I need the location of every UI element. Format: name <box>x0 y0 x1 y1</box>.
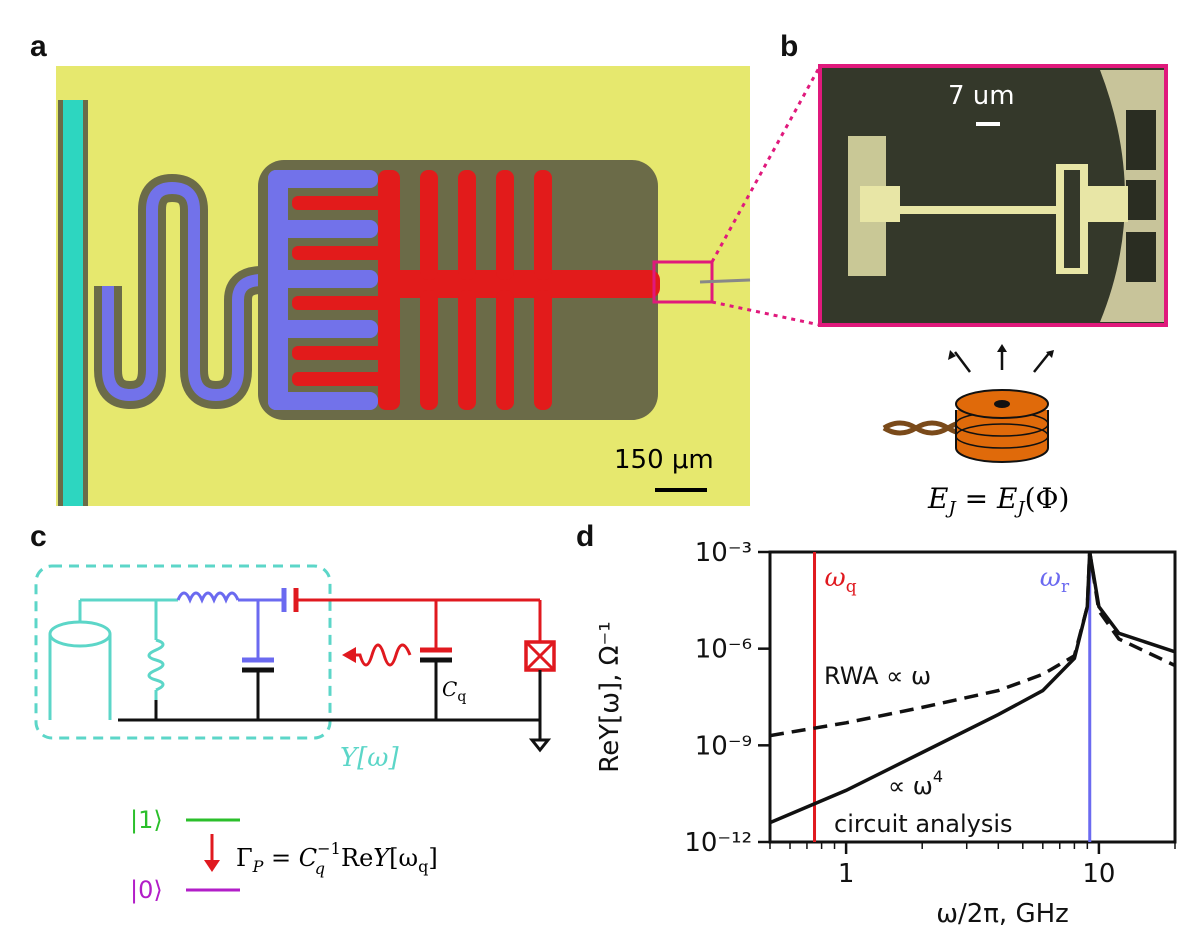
flux-coil-icon <box>882 344 1054 463</box>
annotation-omega4: ∝ ω4 <box>888 767 943 800</box>
admittance-label: Y[ω] <box>340 743 400 773</box>
photon-arrow-icon <box>342 647 356 663</box>
series-RWA <box>770 552 1175 738</box>
annotation-rwa: RWA ∝ ω <box>824 662 931 690</box>
y-axis-label: ReY[ω], Ω⁻¹ <box>595 621 625 772</box>
capacitor-label: Cq <box>442 677 466 705</box>
vline-label-r: ωr <box>1040 563 1070 597</box>
x-tick-label: 1 <box>838 859 855 889</box>
plot-frame <box>768 550 1177 844</box>
resonator-meander <box>94 173 296 410</box>
y-tick-label: 10⁻³ <box>695 538 752 568</box>
state-excited-label: |1⟩ <box>130 806 163 834</box>
panel-c-letter: c <box>30 520 47 553</box>
vline-label-q: ωq <box>825 563 857 597</box>
scale-bar-b-label: 7 um <box>948 81 1015 111</box>
resonator-comb <box>268 170 378 410</box>
y-tick-label: 10⁻¹² <box>684 828 752 858</box>
decay-arrow-icon <box>204 860 220 872</box>
environment-box <box>34 564 332 740</box>
flux-equation: EJ = EJ(Φ) <box>927 482 1069 519</box>
x-axis-label: ω/2π, GHz <box>936 899 1069 929</box>
panel-b-letter: b <box>780 30 799 63</box>
y-tick-label: 10⁻⁶ <box>695 635 752 665</box>
series-circuit-analysis <box>770 552 1175 825</box>
x-tick-label: 10 <box>1082 859 1115 889</box>
y-tick-label: 10⁻⁹ <box>695 731 752 761</box>
qubit-island <box>292 170 660 410</box>
scale-bar-a-label: 150 μm <box>614 445 714 475</box>
feedline-trace <box>63 100 83 506</box>
annotation-circuit: circuit analysis <box>834 810 1013 838</box>
panel-d-letter: d <box>576 520 595 553</box>
state-ground-label: |0⟩ <box>130 876 163 904</box>
panel-a-letter: a <box>30 30 47 63</box>
